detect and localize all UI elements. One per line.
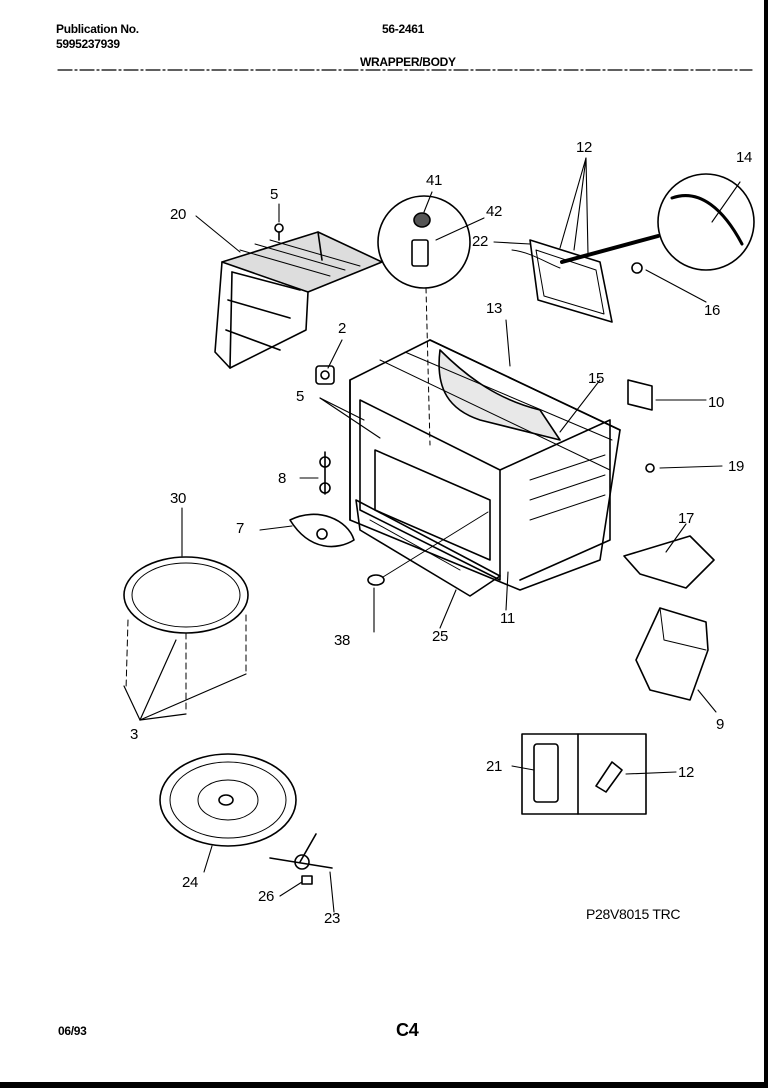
duct-part-9 xyxy=(635,607,709,701)
callout-12-top: 12 xyxy=(576,139,593,156)
callout-5: 5 xyxy=(296,388,305,405)
fan-shaft-part xyxy=(319,451,331,495)
callout-8: 8 xyxy=(278,470,287,487)
screw-part-16 xyxy=(631,262,643,274)
scan-edge-right xyxy=(764,0,768,1088)
roller-part-26 xyxy=(301,875,313,885)
callout-16: 16 xyxy=(704,302,721,319)
callout-23: 23 xyxy=(324,910,341,927)
scan-edge-bottom xyxy=(0,1082,768,1088)
callout-19: 19 xyxy=(728,458,745,475)
callout-17: 17 xyxy=(678,510,695,527)
callout-30: 30 xyxy=(170,490,187,507)
callout-leaders xyxy=(181,157,741,913)
callout-15: 15 xyxy=(588,370,605,387)
inset-box xyxy=(521,733,647,815)
drawing-code: P28V8015 TRC xyxy=(586,906,681,922)
latch-assembly-part xyxy=(511,234,660,323)
turntable-part xyxy=(159,753,297,847)
callout-5-top: 5 xyxy=(270,186,279,203)
model-number: 56-2461 xyxy=(382,22,424,36)
callout-13: 13 xyxy=(486,300,503,317)
callout-26: 26 xyxy=(258,888,275,905)
callout-2: 2 xyxy=(338,320,347,337)
bracket-part-17 xyxy=(623,535,715,589)
callout-7: 7 xyxy=(236,520,245,537)
callout-14: 14 xyxy=(736,149,753,166)
footer-date: 06/93 xyxy=(58,1024,87,1038)
callout-25: 25 xyxy=(432,628,449,645)
screw-part-19 xyxy=(645,463,655,473)
callout-24: 24 xyxy=(182,874,199,891)
callout-9: 9 xyxy=(716,716,725,733)
callout-21: 21 xyxy=(486,758,503,775)
callout-41: 41 xyxy=(426,172,443,189)
callout-42: 42 xyxy=(486,203,503,220)
callout-11: 11 xyxy=(500,610,515,627)
callout-10: 10 xyxy=(708,394,725,411)
publication-label: Publication No. xyxy=(56,22,139,36)
page-code: C4 xyxy=(396,1020,419,1040)
publication-number: 5995237939 xyxy=(56,37,120,51)
section-title: WRAPPER/BODY xyxy=(360,55,456,69)
callout-12: 12 xyxy=(678,764,695,781)
base-plate-part xyxy=(355,499,501,597)
roller-leaders xyxy=(123,639,247,721)
nut-part xyxy=(315,365,335,385)
detail-circle-14 xyxy=(657,173,755,271)
coupler-part xyxy=(269,833,333,870)
callout-22: 22 xyxy=(472,233,489,250)
cabinet-body-part xyxy=(349,339,621,591)
callout-38: 38 xyxy=(334,632,351,649)
callout-3: 3 xyxy=(130,726,139,743)
screw-part-top xyxy=(274,223,284,241)
detail-circle-41-42 xyxy=(377,195,471,446)
callout-20: 20 xyxy=(170,206,187,223)
roller-ring-part xyxy=(123,556,249,713)
bracket-part-10 xyxy=(627,379,653,411)
fan-blade-part xyxy=(289,513,355,548)
bulb-part-38 xyxy=(367,511,489,586)
